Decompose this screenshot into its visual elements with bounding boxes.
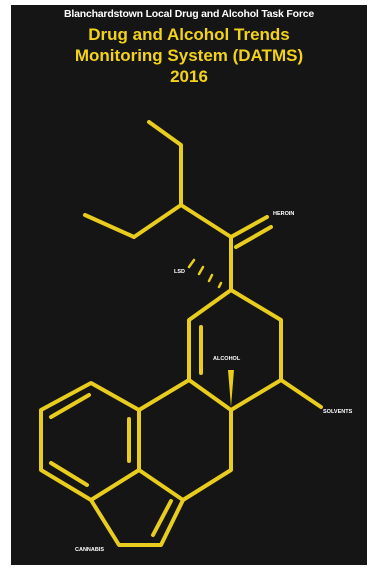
side-chain-bonds — [83, 120, 233, 239]
label-lsd: LSD — [174, 269, 185, 275]
hash-line-1 — [187, 258, 196, 269]
report-cover: Blanchardstown Local Drug and Alcohol Ta… — [11, 5, 367, 565]
aromatic-inner-bonds — [49, 393, 131, 487]
title-line-1: Drug and Alcohol Trends — [88, 25, 290, 44]
report-year: 2016 — [170, 67, 208, 86]
side-chain — [83, 120, 233, 239]
carbonyl-group — [229, 215, 273, 292]
middle-ring-bonds — [137, 378, 233, 502]
five-ring-bonds — [89, 498, 185, 547]
aromatic-ring — [39, 381, 141, 502]
label-cannabis: CANNABIS — [75, 547, 104, 553]
title-line-2: Monitoring System (DATMS) — [74, 46, 304, 65]
label-solvents: SOLVENTS — [323, 409, 353, 415]
hashed-wedge — [187, 258, 223, 289]
hash-line-4 — [217, 281, 223, 289]
aromatic-ring-bonds — [39, 381, 141, 502]
methyl-to-solvents — [279, 378, 323, 409]
label-heroin: HEROIN — [273, 211, 294, 217]
hash-line-2 — [197, 265, 205, 276]
five-membered-ring — [89, 498, 185, 547]
organisation-name: Blanchardstown Local Drug and Alcohol Ta… — [63, 8, 315, 20]
upper-ring — [187, 288, 323, 412]
label-alcohol: ALCOHOL — [213, 356, 241, 362]
molecule-illustration: HEROIN LSD ALCOHOL SOLVENTS CANNABIS — [39, 120, 353, 553]
hash-line-3 — [207, 273, 214, 283]
middle-ring — [137, 378, 233, 502]
carbonyl-double-bond — [229, 215, 273, 249]
five-ring-double-bond — [151, 499, 173, 537]
solid-wedge — [228, 370, 234, 407]
